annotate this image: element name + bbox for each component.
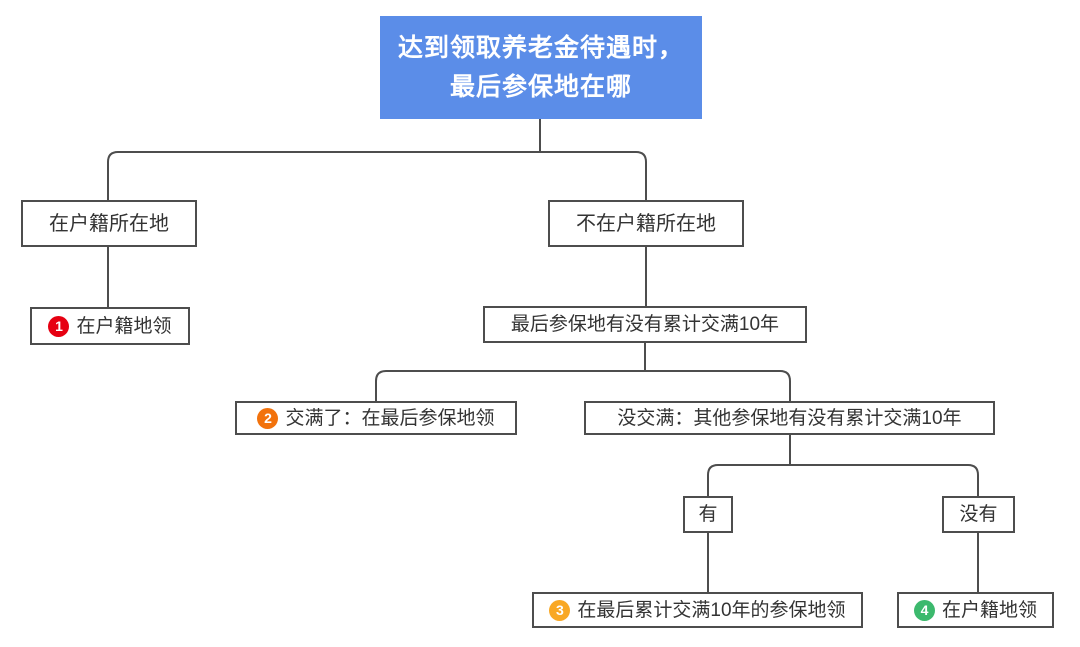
branch-not-registered-label: 不在户籍所在地 — [576, 212, 716, 235]
answer-no-label: 没有 — [959, 504, 998, 525]
answer-no-node: 没有 — [942, 496, 1015, 533]
root-node-line2: 最后参保地在哪 — [449, 72, 632, 101]
branch-registered-node: 在户籍所在地 — [21, 200, 197, 247]
badge-2-icon: 2 — [257, 407, 279, 429]
connector-split-level1 — [107, 151, 647, 200]
result-3-node: 3 在最后累计交满10年的参保地领 — [532, 592, 863, 628]
result-3-label: 在最后累计交满10年的参保地领 — [577, 599, 846, 621]
result-4-node: 4 在户籍地领 — [897, 592, 1054, 628]
root-node: 达到领取养老金待遇时， 最后参保地在哪 — [380, 16, 702, 119]
badge-3-icon: 3 — [549, 599, 571, 621]
result-1-node: 1 在户籍地领 — [30, 307, 190, 345]
question-last-place-10yrs-node: 最后参保地有没有累计交满10年 — [483, 306, 807, 343]
question-other-place-10yrs-label: 没交满：其他参保地有没有累计交满10年 — [617, 407, 962, 429]
root-node-line1: 达到领取养老金待遇时， — [397, 33, 684, 62]
answer-yes-label: 有 — [698, 504, 718, 525]
answer-yes-node: 有 — [683, 496, 733, 533]
connector-split-level3 — [707, 464, 979, 496]
result-2-node: 2 交满了：在最后参保地领 — [235, 401, 517, 435]
result-4-label: 在户籍地领 — [941, 599, 1037, 621]
branch-not-registered-node: 不在户籍所在地 — [548, 200, 744, 247]
result-1-label: 在户籍地领 — [76, 315, 172, 337]
question-other-place-10yrs-node: 没交满：其他参保地有没有累计交满10年 — [584, 401, 995, 435]
badge-1-icon: 1 — [48, 315, 70, 337]
connector-split-level2 — [375, 370, 791, 401]
result-2-label: 交满了：在最后参保地领 — [285, 407, 495, 429]
badge-4-icon: 4 — [913, 599, 935, 621]
branch-registered-label: 在户籍所在地 — [49, 212, 169, 235]
question-last-place-10yrs-label: 最后参保地有没有累计交满10年 — [510, 314, 780, 335]
